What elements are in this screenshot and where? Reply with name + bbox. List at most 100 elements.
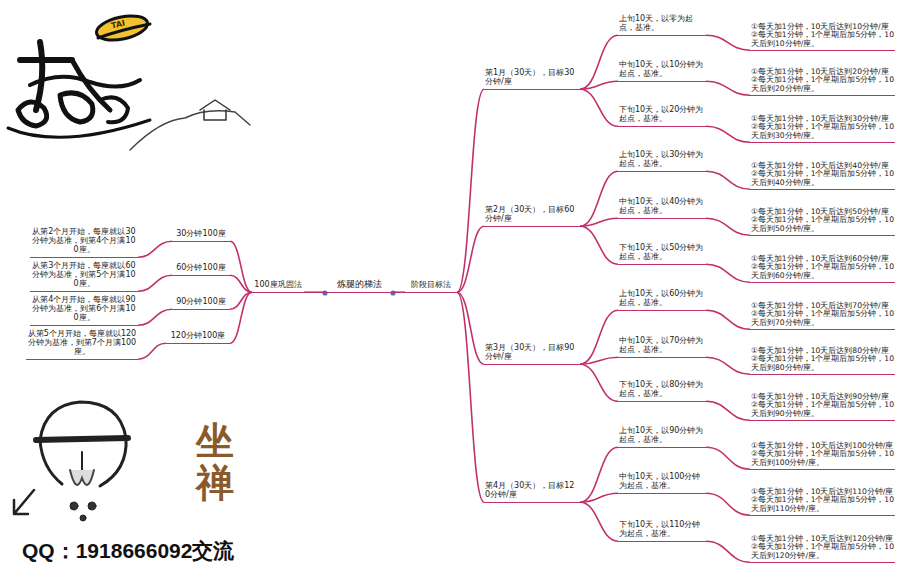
node-text: ①每天加1分钟，10天后达到120分钟/座 xyxy=(751,535,894,544)
mindmap-node: 第2月（30天），目标60分钟/座 xyxy=(484,206,580,227)
mindmap-node: ①每天加1分钟，10天后达到50分钟/座②每天加1分钟，1个星期后加5分钟，10… xyxy=(750,208,895,237)
branch-line xyxy=(706,171,750,189)
node-text: 上旬10天，以30分钟为起点，基准。 xyxy=(619,151,705,169)
branch-line xyxy=(706,218,750,235)
mindmap-node: 阶段目标法 xyxy=(405,281,457,293)
mindmap-node: 第3月（30天），目标90分钟/座 xyxy=(484,344,580,365)
node-text: ②每天加1分钟，1个星期后加5分钟，10天后到50分钟/座。 xyxy=(751,216,894,233)
node-text: ②每天加1分钟，1个星期后加5分钟，10天后到10分钟/座。 xyxy=(751,31,894,48)
branch-line xyxy=(457,89,484,292)
branch-line xyxy=(580,357,618,364)
node-text: 100座巩固法 xyxy=(253,281,303,290)
mindmap-node: 中旬10天，以40分钟为起点，基准。 xyxy=(618,198,706,219)
mindmap-node: ①每天加1分钟，10天后达到30分钟/座②每天加1分钟，1个星期后加5分钟，10… xyxy=(750,115,895,144)
branch-line xyxy=(138,241,172,257)
mindmap-node: ①每天加1分钟，10天后达到40分钟/座②每天加1分钟，1个星期后加5分钟，10… xyxy=(750,162,895,191)
mindmap-node: 60分钟100座 xyxy=(172,264,230,276)
node-text: 从第2个月开始，每座就以30分钟为基准，到第4个月满100座。 xyxy=(31,228,137,255)
branch-line xyxy=(706,357,750,374)
node-text: ①每天加1分钟，10天后达到10分钟/座 xyxy=(751,23,894,32)
node-text: 炼腿的梯法 xyxy=(326,280,392,290)
logo-text: TAI xyxy=(110,19,126,31)
mindmap-node: 炼腿的梯法 xyxy=(325,280,393,293)
branch-line xyxy=(706,310,750,329)
node-text: 第3月（30天），目标90分钟/座 xyxy=(485,344,579,362)
node-text: 中旬10天，以40分钟为起点，基准。 xyxy=(619,198,705,216)
branch-line xyxy=(138,343,166,359)
node-text: 中旬10天，以10分钟为起点，基准。 xyxy=(619,61,705,79)
mindmap-node: 从第3个月开始，每座就以60分钟为基准，到第5个月满100座。 xyxy=(30,262,138,292)
node-text: ①每天加1分钟，10天后达到70分钟/座 xyxy=(751,302,894,311)
mindmap-node: ①每天加1分钟，10天后达到90分钟/座②每天加1分钟，1个星期后加5分钟，10… xyxy=(750,393,895,422)
branch-line xyxy=(706,35,750,50)
branch-line xyxy=(138,309,172,325)
node-text: 30分钟100座 xyxy=(173,230,229,239)
branch-line xyxy=(706,264,750,282)
node-text: 第4月（30天），目标120分钟/座 xyxy=(485,482,579,500)
branch-line xyxy=(580,493,618,502)
mindmap-node: 上旬10天，以零为起点，基准。 xyxy=(618,15,706,36)
node-text: ②每天加1分钟，1个星期后加5分钟，10天后到110分钟/座。 xyxy=(751,496,894,513)
node-text: ②每天加1分钟，1个星期后加5分钟，10天后到40分钟/座。 xyxy=(751,170,894,187)
mindmap-node: 下旬10天，以80分钟为起点，基准。 xyxy=(618,381,706,402)
mindmap-node: 从第5个月开始，每座就以120分钟为基准，到第7个月满100座。 xyxy=(26,330,138,360)
branch-line xyxy=(580,171,618,226)
mindmap-node: 中旬10天，以10分钟为起点，基准。 xyxy=(618,61,706,82)
node-text: ②每天加1分钟，1个星期后加5分钟，10天后到30分钟/座。 xyxy=(751,123,894,140)
node-text: 从第5个月开始，每座就以120分钟为基准，到第7个月满100座。 xyxy=(27,330,137,357)
branch-line xyxy=(457,292,484,364)
mindmap-node: 中旬10天，以100分钟为起点，基准。 xyxy=(618,473,706,494)
meditation-figure xyxy=(14,402,128,521)
node-text: 上旬10天，以60分钟为起点，基准。 xyxy=(619,290,705,308)
node-text: 从第3个月开始，每座就以60分钟为基准，到第5个月满100座。 xyxy=(31,262,137,289)
node-text: ②每天加1分钟，1个星期后加5分钟，10天后到80分钟/座。 xyxy=(751,355,894,372)
branch-line xyxy=(580,81,618,89)
mindmap-node: ①每天加1分钟，10天后达到10分钟/座②每天加1分钟，1个星期后加5分钟，10… xyxy=(750,23,895,52)
branch-line xyxy=(706,401,750,420)
node-text: 下旬10天，以80分钟为起点，基准。 xyxy=(619,381,705,399)
branch-line xyxy=(580,310,618,364)
branch-line xyxy=(457,226,484,292)
branch-line xyxy=(580,89,618,126)
calligraphy-title: 坐禅 xyxy=(196,420,234,504)
mindmap-node: 100座巩固法 xyxy=(252,281,304,293)
mindmap-node: 下旬10天，以110分钟为起点，基准。 xyxy=(618,521,706,542)
node-text: ①每天加1分钟，10天后达到80分钟/座 xyxy=(751,347,894,356)
mindmap-node: 上旬10天，以90分钟为起点，基准。 xyxy=(618,427,706,448)
mindmap-node: 从第2个月开始，每座就以30分钟为基准，到第4个月满100座。 xyxy=(30,228,138,258)
node-text: ②每天加1分钟，1个星期后加5分钟，10天后到100分钟/座。 xyxy=(751,450,894,467)
node-text: 60分钟100座 xyxy=(173,264,229,273)
branch-line xyxy=(706,81,750,95)
mindmap-node: ①每天加1分钟，10天后达到80分钟/座②每天加1分钟，1个星期后加5分钟，10… xyxy=(750,347,895,376)
branch-line xyxy=(580,447,618,502)
node-text: 下旬10天，以20分钟为起点，基准。 xyxy=(619,106,705,124)
node-text: 阶段目标法 xyxy=(406,281,456,290)
branch-line xyxy=(393,291,405,293)
node-text: ②每天加1分钟，1个星期后加5分钟，10天后到60分钟/座。 xyxy=(751,263,894,280)
node-text: 中旬10天，以100分钟为起点，基准。 xyxy=(619,473,705,491)
mindmap-node: ①每天加1分钟，10天后达到120分钟/座②每天加1分钟，1个星期后加5分钟，1… xyxy=(750,535,895,564)
mindmap-node: 第1月（30天），目标30分钟/座 xyxy=(484,69,580,90)
branch-line xyxy=(706,126,750,142)
node-text: ①每天加1分钟，10天后达到60分钟/座 xyxy=(751,255,894,264)
branch-line xyxy=(230,241,252,292)
branch-line xyxy=(706,493,750,515)
logo-drawing xyxy=(8,12,250,150)
mindmap-node: 下旬10天，以50分钟为起点，基准。 xyxy=(618,244,706,265)
branch-line xyxy=(138,275,172,291)
node-text: ①每天加1分钟，10天后达到90分钟/座 xyxy=(751,393,894,402)
branch-line xyxy=(580,35,618,89)
node-text: 90分钟100座 xyxy=(173,298,229,307)
mindmap-node: 从第4个月开始，每座就以90分钟为基准，到第6个月满100座。 xyxy=(30,296,138,326)
node-text: 下旬10天，以110分钟为起点，基准。 xyxy=(619,521,705,539)
branch-line xyxy=(230,292,252,343)
mindmap-node: 下旬10天，以20分钟为起点，基准。 xyxy=(618,106,706,127)
mindmap-node: 上旬10天，以30分钟为起点，基准。 xyxy=(618,151,706,172)
mindmap-node: 30分钟100座 xyxy=(172,230,230,242)
node-text: 第1月（30天），目标30分钟/座 xyxy=(485,69,579,87)
branch-line xyxy=(230,275,252,292)
branch-line xyxy=(706,447,750,469)
branch-line xyxy=(580,226,618,264)
node-text: 120分钟100座 xyxy=(167,332,229,341)
